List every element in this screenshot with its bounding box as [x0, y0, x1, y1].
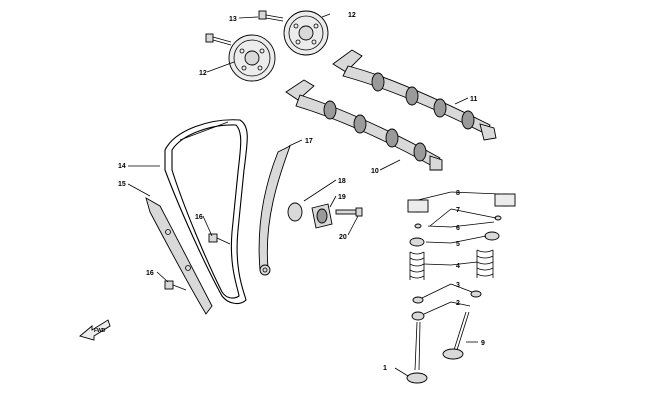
callout-8: 8 [456, 190, 460, 197]
callout-14: 14 [118, 163, 126, 170]
chain-guide [145, 197, 213, 315]
callout-6: 6 [456, 225, 460, 232]
callout-17: 17 [305, 138, 313, 145]
camshaft-sprocket-lower [228, 34, 276, 82]
callout-1: 1 [383, 365, 387, 372]
sprocket-bolt-upper [258, 10, 284, 22]
guide-bolt-lower [164, 280, 187, 291]
direction-arrow-label: FWD [94, 328, 106, 334]
callout-20: 20 [339, 234, 347, 241]
callout-12-upper: 12 [348, 12, 356, 19]
callout-18: 18 [338, 178, 346, 185]
timing-chain [164, 119, 248, 305]
forward-direction-arrow: FWD [79, 319, 111, 341]
callout-2: 2 [456, 300, 460, 307]
callout-7: 7 [456, 207, 460, 214]
callout-5: 5 [456, 241, 460, 248]
callout-12-lower: 12 [199, 70, 207, 77]
callout-16-upper: 16 [195, 214, 203, 221]
callout-19: 19 [338, 194, 346, 201]
callout-11: 11 [470, 96, 478, 103]
camshaft-intake [285, 79, 443, 171]
camshaft-sprocket-upper [283, 10, 329, 56]
callout-15: 15 [118, 181, 126, 188]
camshaft-exhaust [332, 49, 497, 141]
leader-lines [127, 13, 501, 377]
callout-13: 13 [229, 16, 237, 23]
valve-train-left [406, 199, 429, 384]
callout-9: 9 [481, 340, 485, 347]
callout-3: 3 [456, 282, 460, 289]
callout-labels: 1 2 3 4 5 6 7 8 9 10 11 12 12 13 14 15 1… [118, 12, 485, 372]
sprocket-bolt-lower [205, 33, 232, 46]
chain-tensioner [287, 202, 363, 229]
callout-10: 10 [371, 168, 379, 175]
valve-train-right [442, 193, 516, 360]
callout-4: 4 [456, 263, 460, 270]
callout-16-lower: 16 [146, 270, 154, 277]
tensioner-guide [258, 145, 291, 276]
guide-bolt-upper [208, 233, 231, 245]
